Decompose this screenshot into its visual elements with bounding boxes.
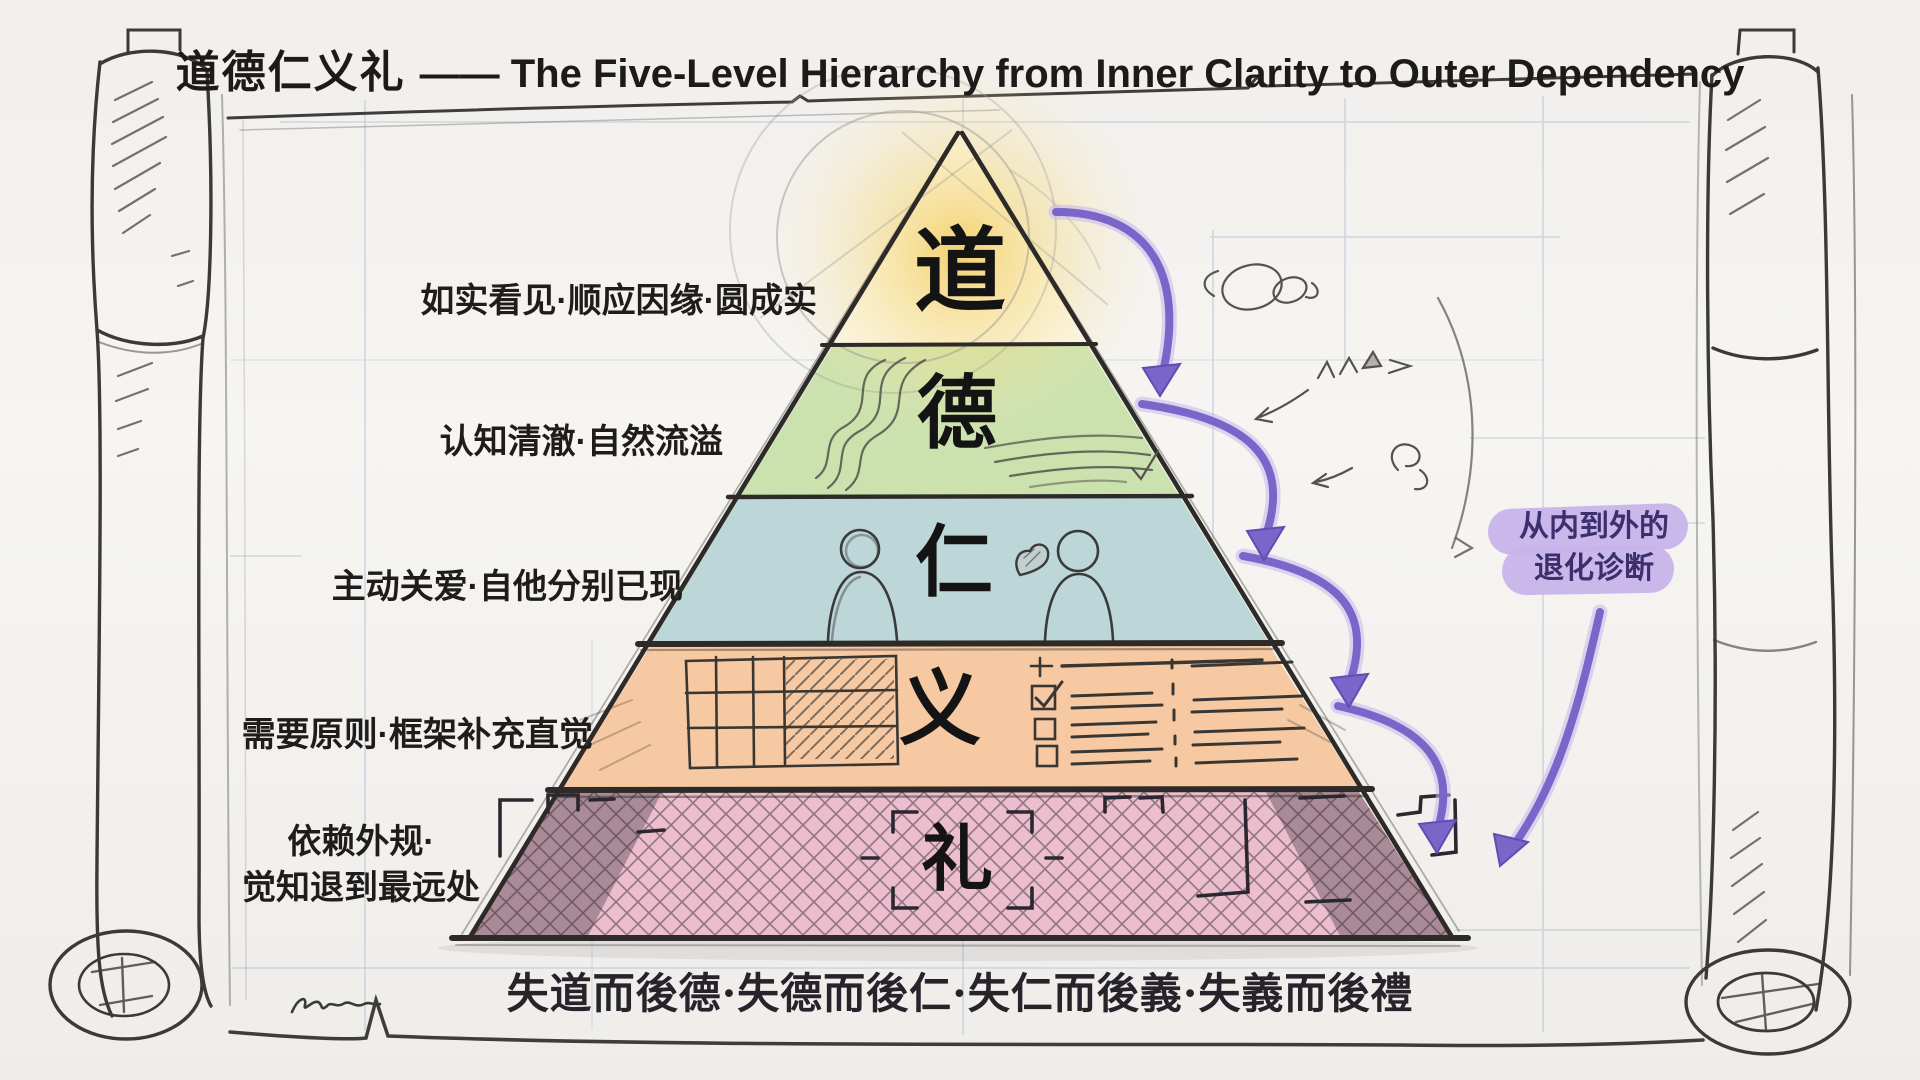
label-yi: 需要原则·框架补充直觉	[241, 716, 593, 754]
band-yi	[561, 645, 1359, 789]
label-ren: 主动关爱·自他分别已现	[331, 568, 683, 606]
pencil-doodles	[1130, 263, 1475, 559]
left-scroll-roller	[48, 28, 213, 1041]
band-li-shade-right	[1266, 792, 1450, 936]
band-li-crosshatch	[470, 792, 1450, 936]
grid-and-checklist-doodle	[579, 654, 1346, 771]
bracket-doodles	[498, 793, 1458, 910]
label-li: 依赖外规· 觉知退到最远处	[242, 820, 480, 912]
label-de: 认知清澈·自然流溢	[439, 423, 723, 461]
laozi-quote: 失道而後德·失德而後仁·失仁而後義·失義而後禮	[506, 969, 1414, 1018]
degradation-arrows	[1048, 204, 1608, 868]
note-line1: 从内到外的	[1519, 510, 1669, 543]
right-scroll-roller	[1684, 28, 1857, 1056]
label-dao: 如实看见·顺应因缘·圆成实	[420, 282, 817, 320]
level-char-dao: 道	[913, 221, 1007, 323]
title-chinese: 道德仁义礼	[175, 48, 406, 97]
stream-doodle	[814, 356, 1154, 492]
title-english: —— The Five-Level Hierarchy from Inner C…	[419, 52, 1745, 96]
band-ren	[651, 497, 1269, 643]
diagram-title: 道德仁义礼 —— The Five-Level Hierarchy from In…	[176, 36, 1745, 100]
label-li-line1: 依赖外规·	[287, 823, 435, 861]
level-char-li: 礼	[920, 820, 994, 900]
two-people-heart-doodle	[826, 528, 1115, 642]
band-li-shade-left	[470, 792, 662, 936]
base-shadow	[438, 935, 1478, 961]
level-char-de: 德	[917, 369, 997, 458]
degradation-note: 从内到外的 退化诊断	[1494, 506, 1694, 590]
level-char-ren: 仁	[914, 518, 994, 606]
note-highlight-blob	[1488, 503, 1688, 596]
sketch-halo-circles	[729, 66, 1109, 394]
artist-signature	[290, 997, 382, 1014]
pyramid-outline	[449, 130, 1471, 947]
label-li-line2: 觉知退到最远处	[242, 868, 480, 907]
sun-glow	[770, 62, 1150, 442]
level-char-yi: 义	[898, 664, 982, 755]
note-line2: 退化诊断	[1534, 552, 1654, 585]
